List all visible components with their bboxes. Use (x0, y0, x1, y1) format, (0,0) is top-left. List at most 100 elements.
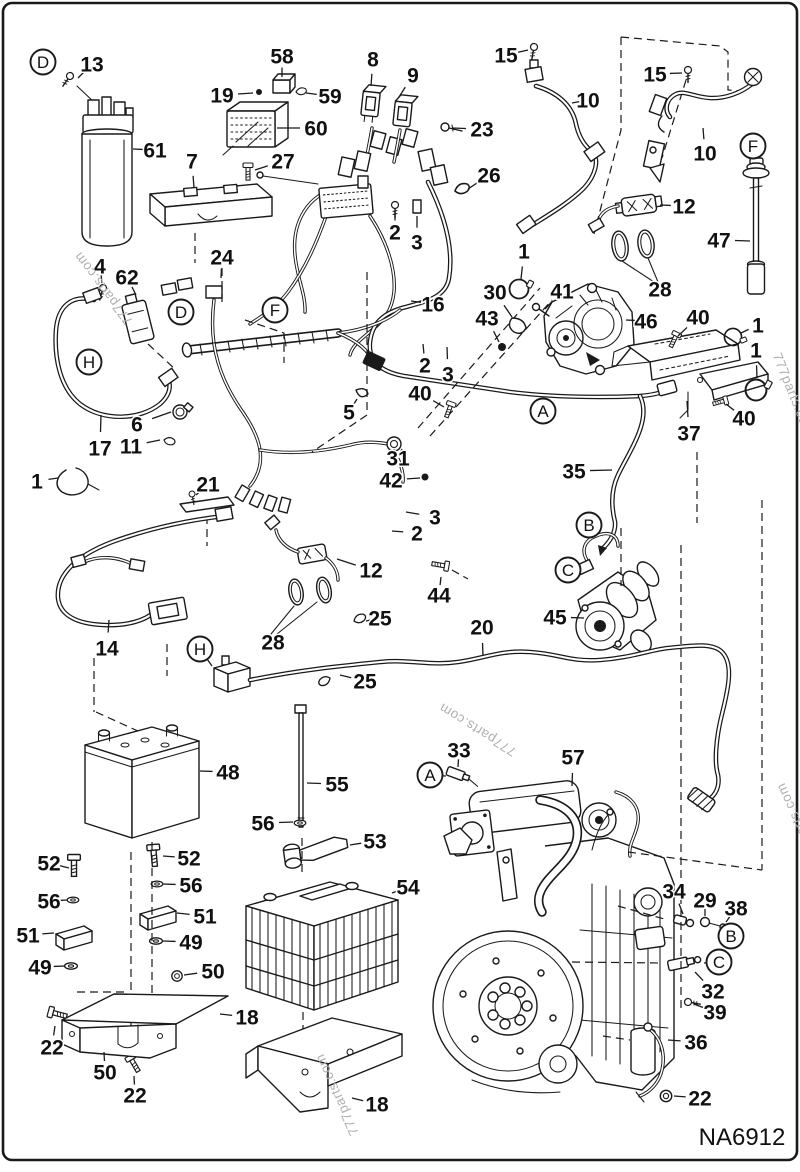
leader-22 (673, 1095, 686, 1098)
callout-12: 12 (359, 560, 382, 583)
leader-62 (131, 286, 137, 296)
callout-35: 35 (562, 461, 586, 484)
letter-marker-label: C (562, 561, 574, 580)
leader-32 (694, 971, 704, 981)
leader-44 (439, 576, 442, 586)
fuel-sender-47 (742, 157, 770, 295)
alternator-46 (543, 282, 635, 376)
callout-34: 34 (662, 881, 686, 904)
leader-15 (517, 49, 529, 53)
hook-30 (508, 317, 527, 335)
callout-2: 2 (389, 222, 401, 245)
wire-core (665, 82, 754, 119)
harness-16 (248, 150, 678, 400)
clamps-28a (611, 229, 659, 283)
hook-25b (316, 674, 333, 688)
callout-2: 2 (411, 523, 423, 546)
callout-55: 55 (325, 774, 349, 797)
switch-9 (392, 94, 419, 128)
callout-10: 10 (693, 143, 716, 166)
leader-13 (77, 71, 85, 79)
leader-10 (702, 127, 705, 140)
leader-1 (48, 477, 59, 480)
grommet-43 (498, 343, 506, 351)
j-bolt-55 (294, 704, 307, 828)
nut-22c (659, 1089, 673, 1103)
washer-56c (66, 896, 80, 904)
callout-19: 19 (210, 85, 233, 108)
leader-43 (493, 330, 500, 343)
wire-core (325, 557, 339, 581)
leader-17 (99, 414, 102, 433)
callout-15: 15 (494, 45, 518, 68)
leader-37 (686, 400, 689, 418)
leader-34 (678, 903, 684, 915)
bolt-27 (242, 162, 254, 181)
letter-marker-f (261, 296, 289, 324)
sensor-33 (445, 766, 479, 787)
connector-cluster (364, 126, 449, 186)
bracket-37 (611, 329, 769, 419)
screw-41 (531, 302, 550, 317)
callout-4: 4 (94, 256, 106, 279)
battery-tray-18b (245, 1017, 403, 1113)
callout-26: 26 (477, 165, 500, 188)
letter-marker-d (167, 298, 195, 326)
washer-49b (63, 962, 79, 970)
letter-marker-h (186, 635, 214, 663)
leader-31 (399, 448, 403, 454)
wire-core (83, 556, 133, 565)
leader-14 (107, 619, 110, 633)
leader-12 (336, 558, 356, 566)
washer-56a (293, 819, 307, 827)
leader-40 (677, 326, 688, 337)
wire-core (535, 796, 581, 916)
starter-45 (575, 561, 660, 653)
callout-45: 45 (543, 607, 567, 630)
leader-36 (667, 1039, 681, 1042)
callout-27: 27 (271, 151, 294, 174)
callout-44: 44 (427, 585, 451, 608)
leader-10 (571, 101, 580, 104)
callout-36: 36 (684, 1032, 707, 1055)
assembly-dashes-left (77, 842, 153, 1036)
ground-wire-17 (53, 286, 179, 420)
bolt-40c (441, 399, 457, 420)
leader-42 (406, 477, 421, 480)
callout-52: 52 (37, 853, 60, 876)
callout-3: 3 (411, 232, 423, 255)
clamp-6 (172, 402, 194, 420)
wire-core (393, 129, 401, 163)
wire-core (248, 644, 730, 802)
callout-33: 33 (447, 740, 470, 763)
callout-29: 29 (693, 890, 716, 913)
leader-52 (59, 865, 70, 869)
letter-marker-label: D (175, 303, 187, 322)
switch-8 (360, 84, 387, 123)
leader-22 (53, 1025, 56, 1036)
letter-marker-label: B (583, 516, 594, 535)
callout-50: 50 (201, 961, 224, 984)
letter-marker-c (705, 948, 733, 976)
callout-25: 25 (368, 608, 392, 631)
leader-40 (725, 403, 735, 411)
coil-12a (587, 193, 663, 234)
leader-16 (410, 300, 421, 303)
watermark: 777parts.com (770, 351, 800, 438)
callout-56: 56 (251, 813, 274, 836)
letter-marker-label: H (83, 353, 95, 372)
letter-marker-h (75, 348, 103, 376)
callout-12: 12 (672, 196, 695, 219)
leader-26 (467, 182, 478, 190)
callout-11: 11 (120, 436, 143, 459)
leader-30 (503, 304, 513, 318)
callout-7: 7 (186, 151, 198, 174)
callout-1: 1 (518, 241, 530, 264)
clip-11 (162, 435, 177, 448)
clip-26 (453, 181, 471, 196)
battery-cable-14 (55, 506, 234, 733)
letter-marker-f (739, 132, 767, 160)
wire-core (275, 529, 299, 553)
